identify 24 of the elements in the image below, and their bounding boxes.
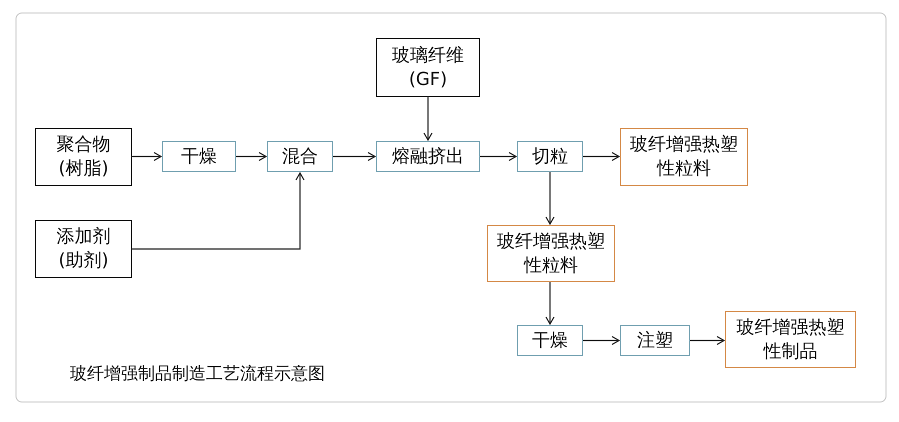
- product-box: 玻纤增强热塑性粒料: [620, 128, 748, 186]
- product-box: 玻纤增强热塑性制品: [725, 311, 856, 368]
- process-box: 切粒: [517, 141, 583, 172]
- input-box: 聚合物(树脂): [35, 128, 132, 186]
- arrow: [545, 282, 555, 325]
- arrow: [132, 152, 162, 162]
- arrow: [583, 152, 620, 162]
- arrow: [583, 336, 620, 346]
- process-box: 熔融挤出: [376, 141, 480, 172]
- arrow: [545, 172, 555, 225]
- process-box: 干燥: [162, 141, 236, 172]
- arrow: [132, 172, 305, 250]
- diagram-caption: 玻纤增强制品制造工艺流程示意图: [70, 363, 325, 385]
- arrow: [236, 152, 267, 162]
- input-box: 玻璃纤维(GF): [376, 38, 480, 97]
- arrow: [423, 97, 433, 141]
- process-box: 干燥: [517, 325, 583, 356]
- process-box: 注塑: [620, 325, 690, 356]
- arrow: [690, 336, 725, 346]
- product-box: 玻纤增强热塑性粒料: [487, 225, 615, 282]
- input-box: 添加剂(助剂): [35, 220, 132, 278]
- arrow: [480, 152, 517, 162]
- arrow: [333, 152, 376, 162]
- process-box: 混合: [267, 141, 333, 172]
